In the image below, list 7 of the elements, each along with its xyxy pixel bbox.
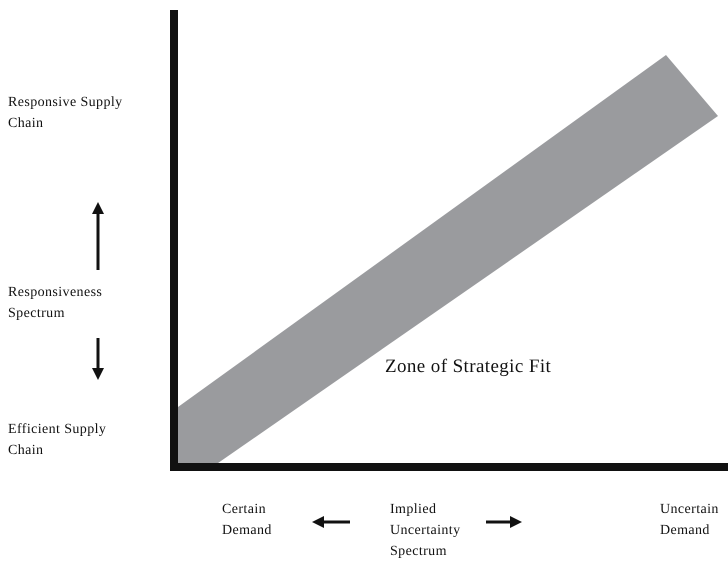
axis-label: Uncertain Demand	[660, 501, 720, 540]
axis-label: Responsive Supply Chain	[8, 94, 124, 133]
axis-label: Responsiveness Spectrum	[8, 284, 104, 323]
axis-label: Efficient Supply Chain	[8, 421, 108, 460]
axis-label: Implied Uncertainty Spectrum	[390, 501, 462, 561]
zone-label: Zone of Strategic Fit	[385, 355, 552, 379]
axis-label: Certain Demand	[222, 501, 273, 540]
